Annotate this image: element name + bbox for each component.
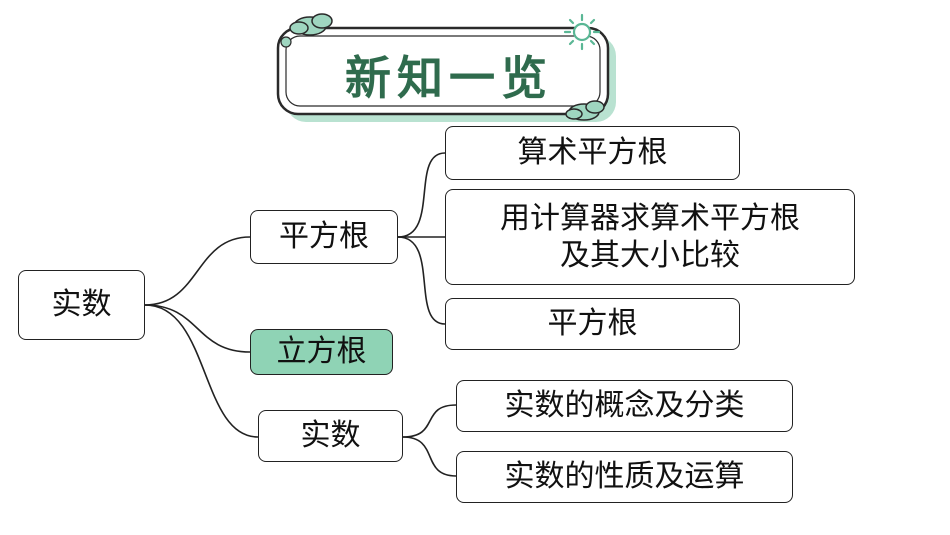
branch-node-pingfanggen[interactable]: 平方根 xyxy=(250,210,398,264)
connector-pfg-to-pfg xyxy=(397,236,446,325)
branch-node-lifanggen[interactable]: 立方根 xyxy=(250,329,393,375)
leaf-node-xingzhi-yunsuan[interactable]: 实数的性质及运算 xyxy=(456,451,793,503)
leaf-node-pingfanggen[interactable]: 平方根 xyxy=(445,298,740,350)
root-node-shishu[interactable]: 实数 xyxy=(18,270,145,340)
connector-pfg-to-suanshu xyxy=(397,152,446,238)
title-frame xyxy=(276,13,616,122)
page-title: 新知一览 xyxy=(345,51,553,105)
root-node-label: 实数 xyxy=(51,287,112,323)
cloud-icon xyxy=(565,100,605,121)
leaf-node-label-line2: 及其大小比较 xyxy=(560,238,740,273)
leaf-node-jisuanqi[interactable]: 用计算器求算术平方根 及其大小比较 xyxy=(445,189,855,285)
connector-root-to-lifanggen xyxy=(144,304,251,353)
branch-node-shishu[interactable]: 实数 xyxy=(258,410,403,462)
leaf-node-label: 实数的概念及分类 xyxy=(504,388,745,424)
leaf-node-label: 平方根 xyxy=(547,306,638,342)
branch-node-label: 实数 xyxy=(300,418,361,454)
leaf-node-label-line1: 用计算器求算术平方根 xyxy=(500,200,800,236)
sun-icon xyxy=(563,13,601,51)
branch-node-label: 立方根 xyxy=(276,334,367,370)
connector-root-to-pingfanggen xyxy=(144,236,251,306)
leaf-node-suanshu-pingfanggen[interactable]: 算术平方根 xyxy=(445,126,740,180)
leaf-node-label: 算术平方根 xyxy=(517,135,668,171)
connector-shishu-to-gainian xyxy=(402,404,457,438)
connector-shishu-to-xingzhi xyxy=(402,436,457,477)
leaf-node-label: 实数的性质及运算 xyxy=(504,459,745,495)
branch-node-label: 平方根 xyxy=(279,219,369,255)
cloud-icon xyxy=(280,13,333,48)
leaf-node-gainian-fenlei[interactable]: 实数的概念及分类 xyxy=(456,380,793,432)
connector-root-to-shishu xyxy=(144,304,259,438)
